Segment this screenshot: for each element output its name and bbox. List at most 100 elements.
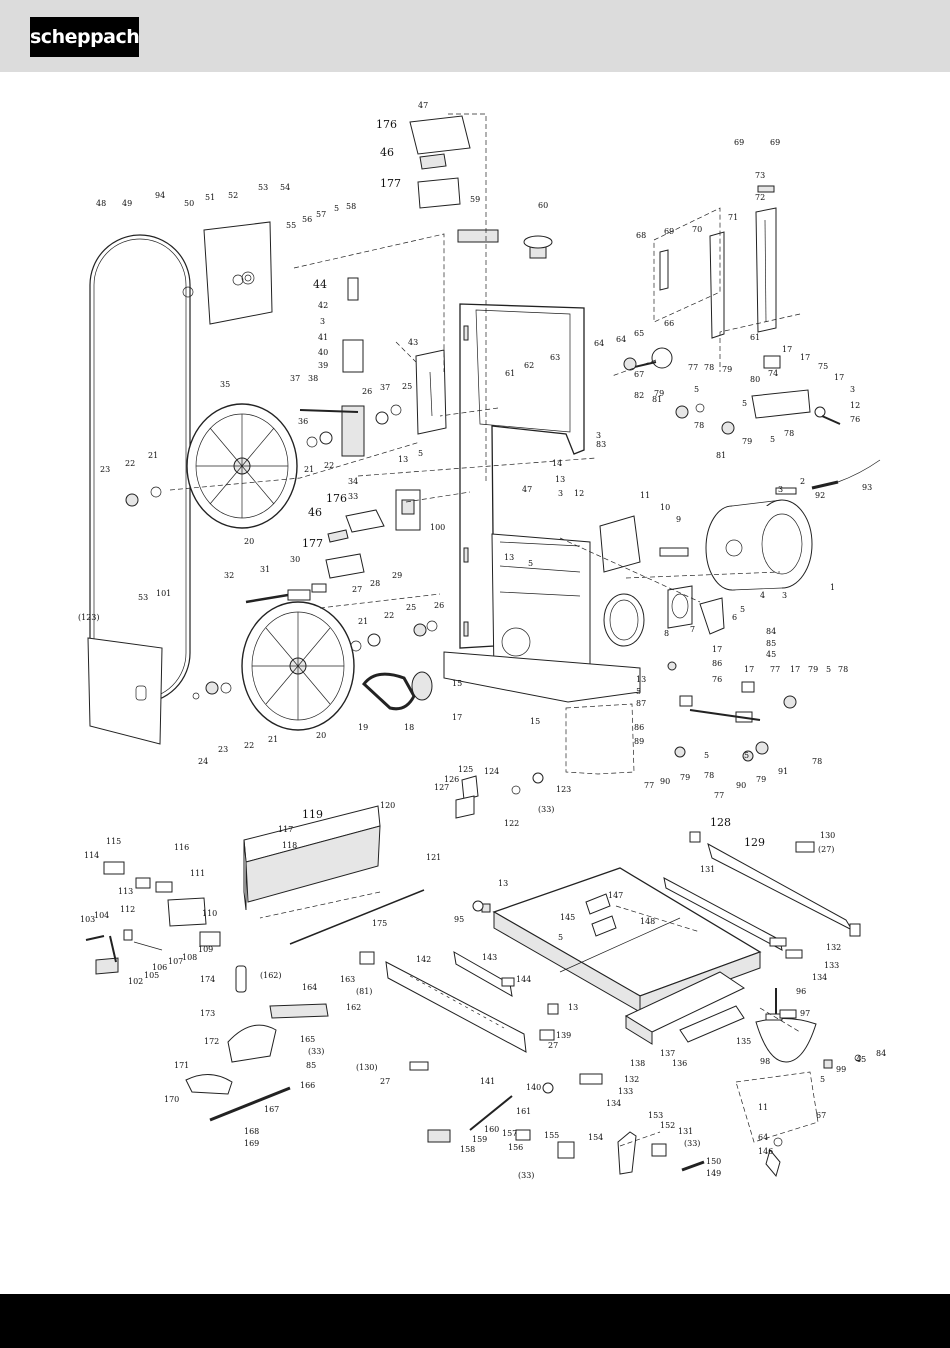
part-callout-136: 136 — [672, 1059, 687, 1068]
part-callout-37: 37 — [290, 374, 300, 383]
part-callout-5: 5 — [694, 385, 699, 394]
part-callout-111: 111 — [190, 869, 205, 878]
part-callout-158: 158 — [460, 1145, 475, 1154]
part-callout-61: 61 — [505, 369, 515, 378]
part-callout-21: 21 — [304, 465, 314, 474]
part-callout-17: 17 — [790, 665, 800, 674]
part-callout-81: 81 — [716, 451, 726, 460]
part-callout-138: 138 — [630, 1059, 645, 1068]
part-callout-17: 17 — [834, 373, 844, 382]
part-callout-7: 7 — [690, 625, 695, 634]
part-callout-70: 70 — [692, 225, 702, 234]
part-callout-162: (162) — [260, 971, 282, 980]
part-callout-133: 133 — [824, 961, 839, 970]
part-callout-22: 22 — [125, 459, 135, 468]
part-callout-5: 5 — [528, 559, 533, 568]
part-callout-86: 86 — [712, 659, 722, 668]
part-callout-5: 5 — [636, 687, 641, 696]
part-callout-17: 17 — [782, 345, 792, 354]
part-callout-167: 167 — [264, 1105, 279, 1114]
page-header: scheppach — [0, 0, 950, 72]
part-callout-12: 12 — [850, 401, 860, 410]
part-callout-33: 33 — [348, 492, 358, 501]
part-callout-85: 85 — [306, 1061, 316, 1070]
part-callout-87: 87 — [636, 699, 646, 708]
part-callout-35: 35 — [220, 380, 230, 389]
part-callout-90: 90 — [660, 777, 670, 786]
part-callout-94: 94 — [155, 191, 165, 200]
part-callout-64: 64 — [758, 1133, 768, 1142]
part-callout-6: 6 — [732, 613, 737, 622]
part-callout-11: 11 — [640, 491, 650, 500]
part-callout-22: 22 — [244, 741, 254, 750]
part-callout-127: 127 — [434, 783, 449, 792]
part-callout-44: 44 — [313, 278, 327, 291]
part-callout-90: 90 — [736, 781, 746, 790]
part-callout-104: 104 — [94, 911, 109, 920]
part-callout-77: 77 — [688, 363, 698, 372]
part-callout-39: 39 — [318, 361, 328, 370]
part-callout-23: 23 — [100, 465, 110, 474]
part-callout-51: 51 — [205, 193, 215, 202]
part-callout-64: 64 — [594, 339, 604, 348]
part-callout-40: 40 — [318, 348, 328, 357]
lower-wheel — [241, 601, 355, 731]
part-callout-105: 105 — [144, 971, 159, 980]
part-callout-125: 125 — [458, 765, 473, 774]
part-callout-30: 30 — [290, 555, 300, 564]
part-callout-3: 3 — [558, 489, 563, 498]
part-callout-63: 63 — [550, 353, 560, 362]
part-callout-74: 74 — [768, 369, 778, 378]
part-callout-123: 123 — [556, 785, 571, 794]
part-callout-12: 12 — [574, 489, 584, 498]
part-callout-172: 172 — [204, 1037, 219, 1046]
part-callout-75: 75 — [818, 362, 828, 371]
part-callout-5: 5 — [742, 399, 747, 408]
part-callout-47: 47 — [418, 101, 428, 110]
part-callout-43: 43 — [408, 338, 418, 347]
part-callout-26: 26 — [362, 387, 372, 396]
part-callout-122: 122 — [504, 819, 519, 828]
part-callout-54: 54 — [280, 183, 290, 192]
part-callout-129: 129 — [744, 836, 765, 849]
part-callout-5: 5 — [826, 665, 831, 674]
part-callout-79: 79 — [756, 775, 766, 784]
part-callout-66: 66 — [664, 319, 674, 328]
part-callout-58: 58 — [346, 202, 356, 211]
part-callout-79: 79 — [654, 389, 664, 398]
part-callout-133: 133 — [618, 1087, 633, 1096]
part-callout-85: 85 — [766, 639, 776, 648]
part-callout-48: 48 — [96, 199, 106, 208]
part-callout-55: 55 — [286, 221, 296, 230]
page-footer — [0, 1294, 950, 1348]
part-callout-156: 156 — [508, 1143, 523, 1152]
scheppach-logo: scheppach — [30, 17, 140, 57]
part-callout-76: 76 — [712, 675, 722, 684]
part-callout-161: 161 — [516, 1107, 531, 1116]
part-callout-53: 53 — [258, 183, 268, 192]
part-callout-53: 53 — [138, 593, 148, 602]
part-callout-33: (33) — [538, 805, 554, 814]
part-callout-128: 128 — [710, 816, 731, 829]
part-callout-131: 131 — [700, 865, 715, 874]
part-callout-166: 166 — [300, 1081, 315, 1090]
part-callout-13: 13 — [636, 675, 646, 684]
part-callout-50: 50 — [184, 199, 194, 208]
part-callout-84: 84 — [766, 627, 776, 636]
part-callout-13: 13 — [555, 475, 565, 484]
part-callout-163: 163 — [340, 975, 355, 984]
part-callout-42: 42 — [318, 301, 328, 310]
part-callout-100: 100 — [430, 523, 445, 532]
part-callout-78: 78 — [694, 421, 704, 430]
part-callout-3: 3 — [596, 431, 601, 440]
part-callout-135: 135 — [736, 1037, 751, 1046]
part-callout-162: 162 — [346, 1003, 361, 1012]
part-callout-3: 3 — [320, 317, 325, 326]
part-callout-106: 106 — [152, 963, 167, 972]
part-callout-33: (33) — [518, 1171, 534, 1180]
part-callout-150: 150 — [706, 1157, 721, 1166]
part-callout-13: 13 — [568, 1003, 578, 1012]
part-callout-171: 171 — [174, 1061, 189, 1070]
part-callout-36: 36 — [298, 417, 308, 426]
part-callout-78: 78 — [704, 363, 714, 372]
